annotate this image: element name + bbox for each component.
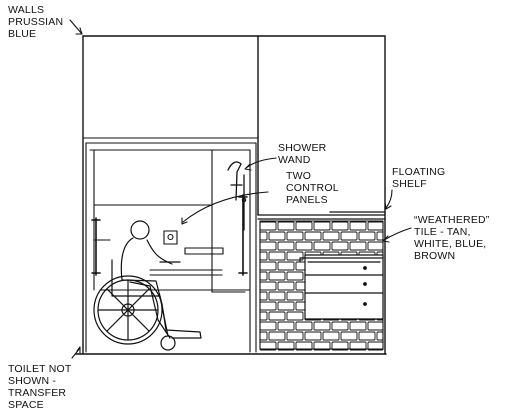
tile: [259, 341, 277, 351]
tile: [286, 271, 304, 281]
tile: [259, 251, 268, 261]
tile: [259, 261, 277, 271]
tile: [313, 241, 331, 251]
tile: [277, 221, 295, 231]
tile: [304, 331, 322, 341]
tile: [358, 231, 376, 241]
label-tile: “WEATHERED”TILE - TAN,WHITE, BLUE,BROWN: [414, 214, 490, 262]
tile: [358, 331, 376, 341]
tile: [277, 261, 295, 271]
floating-shelf: [257, 211, 386, 220]
tile: [286, 331, 304, 341]
grab-bar-icon: [91, 194, 248, 276]
tile: [277, 341, 295, 351]
tile: [268, 231, 286, 241]
tile: [331, 221, 349, 231]
tile: [259, 291, 268, 301]
tile: [376, 231, 384, 241]
tile: [340, 231, 358, 241]
tile: [322, 231, 340, 241]
tile: [277, 301, 295, 311]
tile: [259, 321, 277, 331]
tile: [295, 241, 313, 251]
tile: [349, 221, 367, 231]
tile: [367, 321, 384, 331]
tile: [295, 341, 313, 351]
tile: [313, 341, 331, 351]
tile: [277, 241, 295, 251]
tile: [367, 241, 384, 251]
tile: [286, 311, 304, 321]
tile: [367, 341, 384, 351]
tile: [286, 291, 304, 301]
tile: [259, 241, 277, 251]
tile: [268, 331, 286, 341]
tile: [349, 241, 367, 251]
tile: [349, 341, 367, 351]
tile: [304, 231, 322, 241]
tile: [367, 221, 384, 231]
leader-arrows: [69, 19, 412, 359]
tile: [295, 321, 313, 331]
tile: [331, 241, 349, 251]
tile: [295, 221, 313, 231]
control-panel-icon: [163, 230, 178, 245]
shower-bench: [149, 247, 224, 276]
tile: [331, 321, 349, 331]
tile: [268, 311, 286, 321]
tile: [259, 281, 277, 291]
tile: [331, 341, 349, 351]
tile: [268, 291, 286, 301]
tile: [286, 231, 304, 241]
tile: [376, 331, 384, 341]
tile: [259, 301, 277, 311]
tile: [259, 331, 268, 341]
tile: [277, 321, 295, 331]
tile: [322, 331, 340, 341]
tile: [259, 231, 268, 241]
tile: [340, 331, 358, 341]
tile: [259, 311, 268, 321]
tile: [286, 251, 304, 261]
shower-alcove: [82, 137, 259, 353]
shower-wand-icon: [227, 161, 247, 231]
tile: [268, 251, 286, 261]
tile: [349, 321, 367, 331]
room-outline: [75, 35, 387, 355]
tile: [313, 221, 331, 231]
tile: [268, 271, 286, 281]
tile: [313, 321, 331, 331]
tile: [259, 271, 268, 281]
wheelchair-user-figure: [93, 220, 202, 351]
tile: [259, 221, 277, 231]
vanity-cabinet: [299, 254, 384, 320]
tile: [277, 281, 295, 291]
